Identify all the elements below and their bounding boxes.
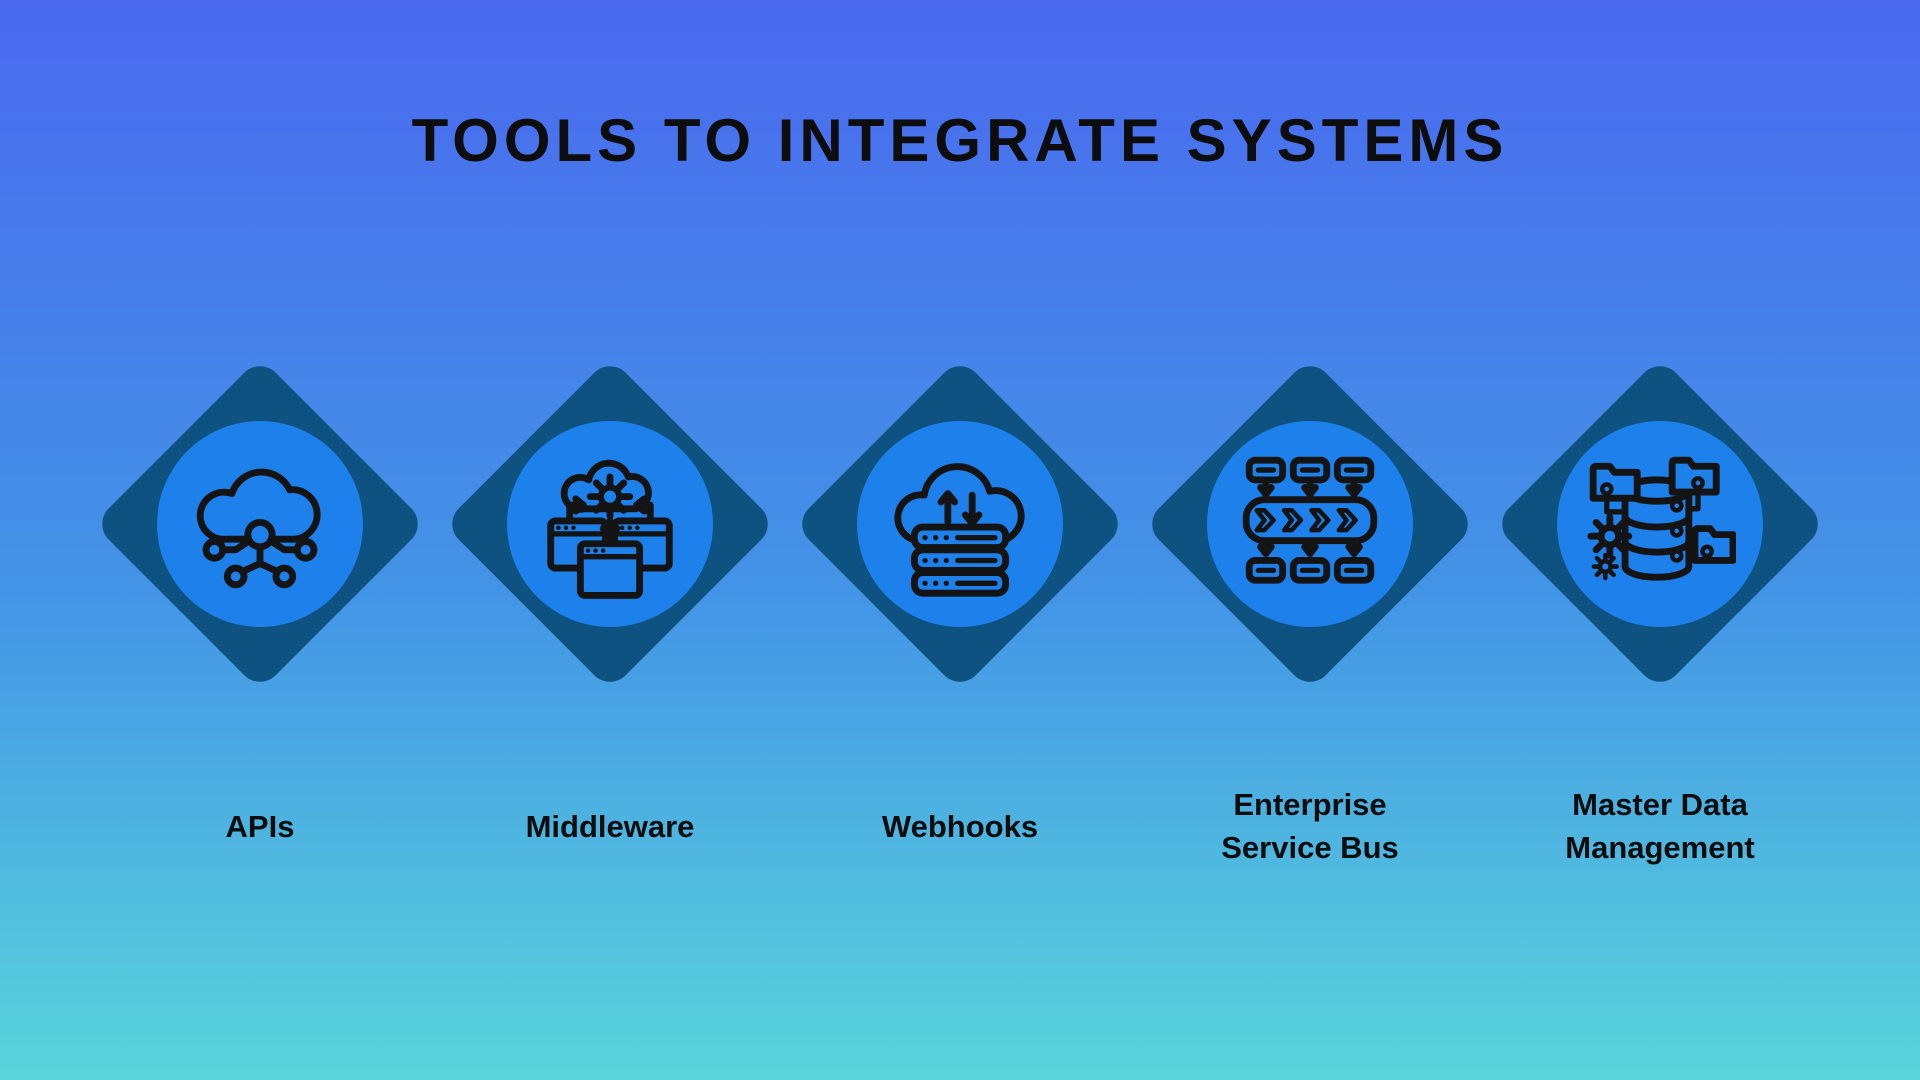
tool-label: Middleware: [525, 808, 695, 844]
icon-circle: [507, 421, 713, 627]
icon-circle: [1557, 421, 1763, 627]
tool-label: Master Data Management: [1565, 787, 1755, 865]
message-bus-chevrons-icon: [1242, 456, 1378, 584]
icon-circle: [857, 421, 1063, 627]
tool-label: APIs: [225, 808, 295, 844]
cloud-arrows-server-icon: [894, 463, 1025, 597]
cloud-gear-windows-icon: [547, 459, 673, 599]
tool-label: Webhooks: [881, 808, 1039, 844]
tool-label: Enterprise Service Bus: [1221, 787, 1399, 865]
database-folders-gears-icon: [1587, 456, 1736, 581]
icon-circle: [157, 421, 363, 627]
page-title: TOOLS TO INTEGRATE SYSTEMS: [411, 107, 1509, 174]
cloud-api-network-icon: [196, 468, 321, 589]
icon-circle: [1207, 421, 1413, 627]
